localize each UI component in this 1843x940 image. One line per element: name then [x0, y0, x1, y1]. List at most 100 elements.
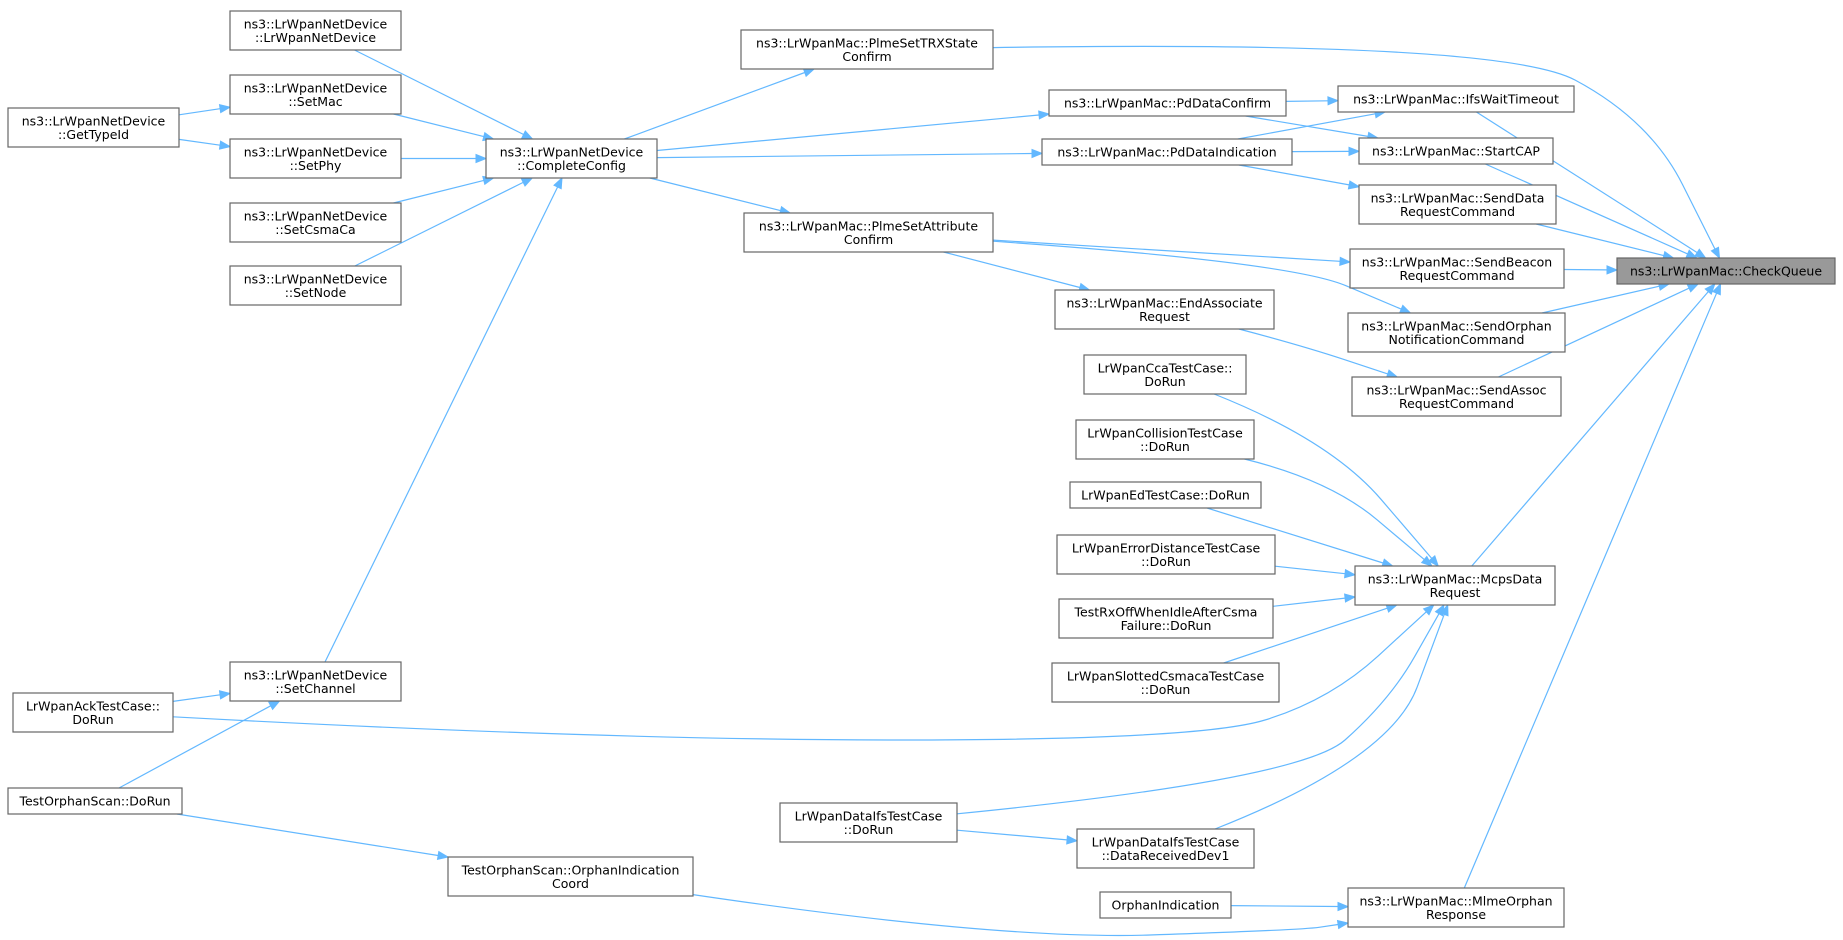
node-dataifs-recv[interactable]: LrWpanDataIfsTestCase::DataReceivedDev1 — [1076, 828, 1255, 869]
node-label-line: ns3::LrWpanNetDevice — [244, 80, 388, 95]
call-edge-collision_dorun-to-mcpsdatareq — [1244, 458, 1433, 567]
node-label-line: ns3::LrWpanMac::PdDataConfirm — [1064, 96, 1271, 111]
call-edge-pddataconfirm-to-startcap — [1245, 115, 1380, 141]
node-startcap[interactable]: ns3::LrWpanMac::StartCAP — [1358, 137, 1554, 165]
call-edge-plmesettrx-to-checkqueue — [992, 45, 1721, 260]
node-collision-dorun[interactable]: LrWpanCollisionTestCase::DoRun — [1075, 419, 1255, 460]
node-label-line: Request — [1139, 309, 1190, 324]
node-label-line: ns3::LrWpanMac::PdDataIndication — [1057, 145, 1276, 160]
node-orphanind[interactable]: OrphanIndication — [1099, 891, 1232, 919]
call-edges — [118, 45, 1722, 937]
node-label-line: ns3::LrWpanNetDevice — [244, 144, 388, 159]
node-label-line: ns3::LrWpanMac::SendData — [1371, 190, 1545, 205]
call-edge-plmesetattr-to-endassoc — [943, 251, 1091, 292]
node-label-line: ::SetNode — [285, 285, 347, 300]
call-nodes: ns3::LrWpanMac::CheckQueuens3::LrWpanNet… — [7, 10, 1836, 928]
node-label-line: RequestCommand — [1400, 204, 1515, 219]
node-errdist-dorun[interactable]: LrWpanErrorDistanceTestCase::DoRun — [1056, 534, 1276, 575]
node-label-line: LrWpanCcaTestCase:: — [1098, 360, 1233, 375]
node-nd-setchannel[interactable]: ns3::LrWpanNetDevice::SetChannel — [229, 661, 402, 702]
node-label-line: ::SetMac — [288, 94, 342, 109]
node-pddataind[interactable]: ns3::LrWpanMac::PdDataIndication — [1041, 138, 1293, 166]
call-edge-nd_completeconfig-to-pddataind — [656, 148, 1044, 159]
node-label-line: ::LrWpanNetDevice — [255, 30, 376, 45]
call-edge-nd_setchannel-to-nd_completeconfig — [324, 176, 563, 663]
node-label-line: ns3::LrWpanNetDevice — [244, 667, 388, 682]
call-edge-pddataconfirm-to-ifswait — [1285, 96, 1340, 106]
node-label-line: LrWpanEdTestCase::DoRun — [1081, 488, 1250, 503]
node-label-line: ::SetCsmaCa — [275, 222, 355, 237]
node-slotted-dorun[interactable]: LrWpanSlottedCsmacaTestCase::DoRun — [1051, 662, 1280, 703]
node-label-line: LrWpanSlottedCsmacaTestCase — [1067, 668, 1265, 683]
node-label-line: ns3::LrWpanMac::EndAssociate — [1066, 295, 1262, 310]
node-cca-dorun[interactable]: LrWpanCcaTestCase::DoRun — [1083, 354, 1247, 395]
node-label-line: Coord — [552, 876, 589, 891]
node-label-line: Confirm — [842, 49, 891, 64]
node-label-line: ns3::LrWpanMac::PlmeSetAttribute — [759, 218, 978, 233]
node-sendorphan[interactable]: ns3::LrWpanMac::SendOrphanNotificationCo… — [1347, 312, 1566, 353]
node-nd-setnode[interactable]: ns3::LrWpanNetDevice::SetNode — [229, 265, 402, 306]
node-label-line: ns3::LrWpanMac::PlmeSetTRXState — [756, 35, 978, 50]
call-edge-nd_completeconfig-to-pddataconfirm — [656, 110, 1051, 152]
node-nd-completeconfig[interactable]: ns3::LrWpanNetDevice::CompleteConfig — [485, 138, 658, 179]
node-orphanscan-dorun[interactable]: TestOrphanScan::DoRun — [7, 787, 183, 815]
node-label-line: TestOrphanScan::OrphanIndication — [461, 862, 680, 877]
node-nd-setphy[interactable]: ns3::LrWpanNetDevice::SetPhy — [229, 138, 402, 179]
node-label-line: Response — [1426, 907, 1486, 922]
node-label-line: ns3::LrWpanMac::MlmeOrphan — [1359, 893, 1552, 908]
node-label-line: NotificationCommand — [1389, 332, 1525, 347]
node-label-line: TestOrphanScan::DoRun — [18, 794, 170, 809]
node-label-line: ns3::LrWpanNetDevice — [244, 208, 388, 223]
node-label-line: ns3::LrWpanMac::IfsWaitTimeout — [1353, 92, 1559, 107]
call-edge-nd_gettypeid-to-nd_setphy — [178, 138, 232, 150]
node-label-line: LrWpanCollisionTestCase — [1087, 425, 1243, 440]
node-label-line: ns3::LrWpanMac::StartCAP — [1372, 144, 1540, 159]
node-nd-gettypeid[interactable]: ns3::LrWpanNetDevice::GetTypeId — [7, 107, 180, 148]
node-label-line: ::DoRun — [1140, 439, 1190, 454]
node-ifswait[interactable]: ns3::LrWpanMac::IfsWaitTimeout — [1337, 85, 1575, 113]
call-edge-nd_completeconfig-to-plmesettrx — [624, 68, 816, 140]
node-checkqueue[interactable]: ns3::LrWpanMac::CheckQueue — [1616, 257, 1836, 285]
node-label-line: RequestCommand — [1399, 396, 1514, 411]
node-label-line: ns3::LrWpanNetDevice — [500, 144, 644, 159]
call-edge-rxoff_dorun-to-mcpsdatareq — [1272, 593, 1357, 607]
node-label-line: ns3::LrWpanMac::CheckQueue — [1630, 264, 1822, 279]
call-edge-nd_gettypeid-to-nd_setmac — [178, 104, 232, 116]
call-edge-orphanind-to-mlmeorphan — [1230, 901, 1350, 912]
node-label-line: ::CompleteConfig — [517, 158, 626, 173]
node-label-line: ns3::LrWpanMac::SendBeacon — [1362, 254, 1552, 269]
call-edge-ifswait-to-checkqueue — [1476, 111, 1707, 259]
call-edge-sendbeaconreq-to-checkqueue — [1563, 265, 1619, 275]
node-label-line: DoRun — [72, 712, 113, 727]
node-label-line: OrphanIndication — [1112, 898, 1220, 913]
node-nd-setcsmaca[interactable]: ns3::LrWpanNetDevice::SetCsmaCa — [229, 202, 402, 243]
node-label-line: ns3::LrWpanMac::McpsData — [1368, 571, 1542, 586]
node-label-line: LrWpanDataIfsTestCase — [1092, 834, 1240, 849]
call-edge-nd_setcsmaca-to-nd_completeconfig — [393, 175, 495, 204]
call-edge-mlmeorphan-to-checkqueue — [1463, 282, 1722, 889]
node-nd-lrwpannetdevice[interactable]: ns3::LrWpanNetDevice::LrWpanNetDevice — [229, 10, 402, 51]
node-label-line: ::SetPhy — [290, 158, 342, 173]
node-label-line: ns3::LrWpanNetDevice — [244, 271, 388, 286]
node-dataifs-dorun[interactable]: LrWpanDataIfsTestCase::DoRun — [779, 802, 958, 843]
node-nd-setmac[interactable]: ns3::LrWpanNetDevice::SetMac — [229, 74, 402, 115]
node-pddataconfirm[interactable]: ns3::LrWpanMac::PdDataConfirm — [1048, 89, 1287, 117]
node-ack-dorun[interactable]: LrWpanAckTestCase::DoRun — [12, 692, 174, 733]
node-label-line: LrWpanErrorDistanceTestCase — [1072, 540, 1261, 555]
node-label-line: ns3::LrWpanNetDevice — [244, 16, 388, 31]
call-edge-dataifs_recv-to-mcpsdatareq — [1214, 603, 1449, 830]
node-ed-dorun[interactable]: LrWpanEdTestCase::DoRun — [1069, 481, 1262, 509]
call-edge-ack_dorun-to-nd_setchannel — [172, 690, 232, 702]
node-label-line: ::DoRun — [1141, 554, 1191, 569]
